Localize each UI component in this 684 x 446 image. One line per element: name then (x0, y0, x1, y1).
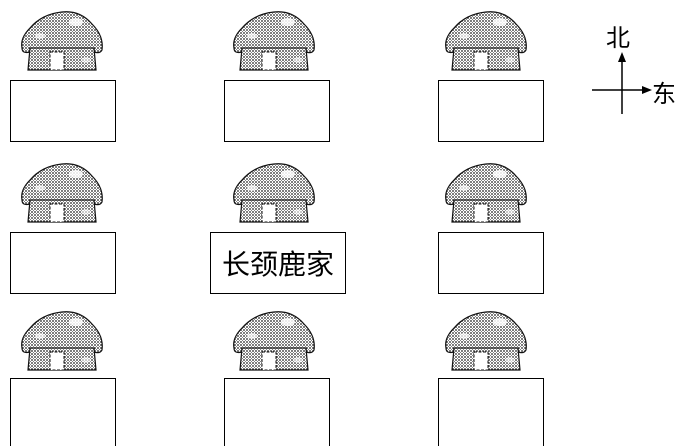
compass: 北 东 (586, 18, 684, 118)
house-icon (16, 308, 108, 374)
house-label-4 (10, 232, 116, 294)
compass-arrows-icon (592, 52, 652, 114)
house-icon (440, 308, 532, 374)
house-icon (16, 160, 108, 226)
house-icon (228, 160, 320, 226)
house-icon (228, 308, 320, 374)
house-icon (440, 160, 532, 226)
house-label-7 (10, 378, 116, 446)
house-label-3 (438, 80, 544, 142)
house-label-2 (224, 80, 330, 142)
house-label-1 (10, 80, 116, 142)
house-label-9 (438, 378, 544, 446)
house-label-giraffe: 长颈鹿家 (210, 232, 346, 294)
house-label-8 (224, 378, 330, 446)
house-label-6 (438, 232, 544, 294)
house-icon (228, 8, 320, 74)
house-icon (16, 8, 108, 74)
compass-east-label: 东 (652, 80, 676, 108)
house-icon (440, 8, 532, 74)
compass-north-label: 北 (606, 24, 630, 52)
